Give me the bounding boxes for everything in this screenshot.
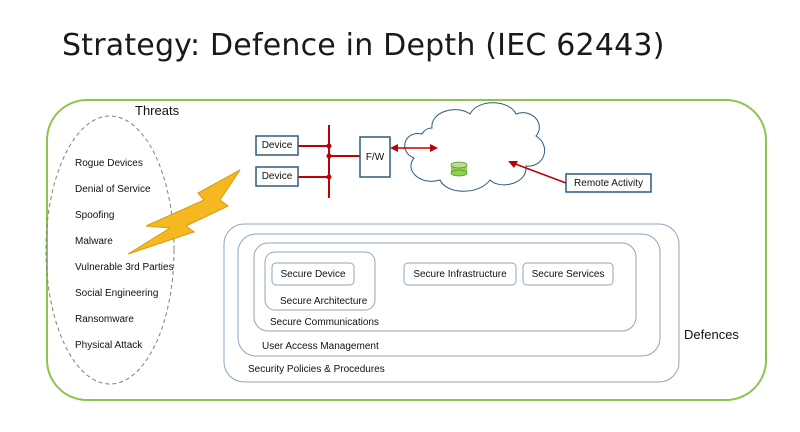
layer-architecture (264, 251, 376, 311)
layer-communications (253, 242, 637, 332)
device-box-2 (255, 166, 299, 187)
cloud-icon (404, 102, 546, 192)
secure-services-label: Secure Services (531, 268, 605, 280)
network-junctions (326, 143, 332, 180)
threat-item: Social Engineering (75, 288, 159, 299)
firewall-box (359, 136, 391, 178)
layer-infrastructure (403, 262, 517, 286)
threats-title: Threats (135, 103, 180, 118)
slide-title: Strategy: Defence in Depth (IEC 62443) (62, 28, 665, 63)
threat-item: Rogue Devices (75, 158, 143, 169)
secure-infrastructure-label: Secure Infrastructure (413, 268, 507, 280)
threat-item: Malware (75, 236, 113, 247)
device-label-2: Device (261, 171, 293, 182)
user-access-label: User Access Management (262, 341, 379, 352)
device-box-1 (255, 135, 299, 156)
secure-communications-label: Secure Communications (270, 317, 379, 328)
lightning-icon (127, 169, 241, 255)
device-label-1: Device (261, 140, 293, 151)
remote-activity-box (565, 173, 652, 193)
secure-device-label: Secure Device (280, 268, 346, 280)
layer-access (237, 233, 661, 357)
security-policies-label: Security Policies & Procedures (248, 364, 385, 375)
defences-label: Defences (684, 327, 739, 342)
firewall-label: F/W (365, 151, 385, 163)
threat-item: Denial of Service (75, 184, 151, 195)
remote-cloud-arrow (509, 161, 567, 184)
threat-item: Spoofing (75, 210, 115, 221)
remote-activity-label: Remote Activity (574, 177, 643, 189)
threat-item: Ransomware (75, 314, 134, 325)
threat-item: Physical Attack (75, 340, 143, 351)
secure-architecture-label: Secure Architecture (280, 296, 368, 307)
threats-ellipse (45, 115, 175, 385)
layer-policies (223, 223, 680, 383)
layer-services (522, 262, 614, 286)
outer-container (46, 99, 767, 401)
layer-device (271, 262, 355, 286)
network-lines (298, 125, 360, 198)
threat-item: Vulnerable 3rd Parties (75, 262, 174, 273)
database-icon (450, 161, 468, 177)
